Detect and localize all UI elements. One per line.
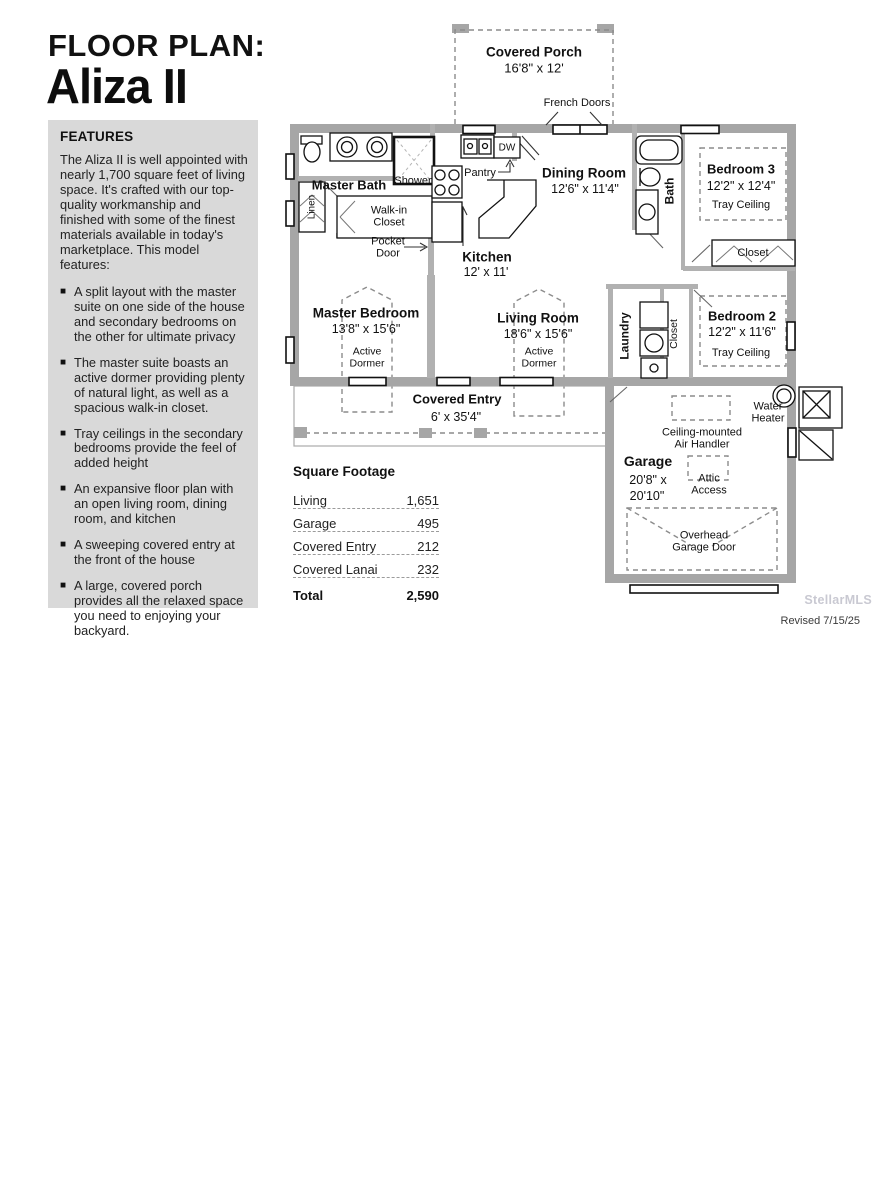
feature-item: ■ A split layout with the master suite o… xyxy=(60,283,248,345)
room-label-covered-porch: Covered Porch xyxy=(485,44,583,60)
label-closet-bedroom3: Closet xyxy=(737,246,769,259)
room-dims-covered-entry: 6' x 35'4" xyxy=(430,410,482,424)
label-french-doors: French Doors xyxy=(543,96,611,109)
page-title-kicker: FLOOR PLAN: xyxy=(48,28,266,63)
feature-item: ■ An expansive floor plan with an open l… xyxy=(60,481,248,527)
row-label: Covered Entry xyxy=(293,539,377,554)
table-row: Covered Lanai 232 xyxy=(293,555,439,578)
room-dims-kitchen: 12' x 11' xyxy=(463,265,509,279)
feature-text: Tray ceilings in the secondary bedrooms … xyxy=(74,425,243,471)
label-water-heater: Water Heater xyxy=(751,400,785,425)
room-dims-bedroom2: 12'2" x 11'6" xyxy=(708,325,776,339)
room-label-kitchen: Kitchen xyxy=(462,249,512,265)
feature-text: The master suite boasts an active dormer… xyxy=(74,354,245,415)
table-row: Covered Entry 212 xyxy=(293,532,439,555)
label-shower: Shower xyxy=(394,174,432,187)
bullet-square-icon: ■ xyxy=(60,580,67,592)
mls-watermark: StellarMLS xyxy=(804,593,872,607)
row-value: 1,651 xyxy=(406,493,439,508)
label-bath: Bath xyxy=(662,177,677,205)
features-heading: FEATURES xyxy=(60,129,134,144)
room-dims-garage-1: 20'8" x xyxy=(629,473,667,487)
features-intro: The Aliza II is well appointed with near… xyxy=(60,152,248,272)
features-panel: FEATURES The Aliza II is well appointed … xyxy=(48,120,258,638)
feature-item: ■ A sweeping covered entry at the front … xyxy=(60,537,248,568)
row-value: 232 xyxy=(417,562,439,577)
room-label-living-room: Living Room xyxy=(497,310,579,326)
bullet-square-icon: ■ xyxy=(60,483,67,495)
dashed-outlines xyxy=(296,29,787,571)
bullet-square-icon: ■ xyxy=(60,539,67,551)
bullet-square-icon: ■ xyxy=(60,285,67,297)
row-label: Living xyxy=(293,493,327,508)
feature-text: An expansive floor plan with an open liv… xyxy=(74,481,234,527)
label-linen: Linen xyxy=(306,194,318,220)
room-dims-dining: 12'6" x 11'4" xyxy=(551,182,619,196)
note-bedroom2-tray-ceiling: Tray Ceiling xyxy=(711,346,771,359)
label-closet-hall: Closet xyxy=(668,319,681,349)
label-pantry: Pantry xyxy=(464,166,496,179)
fixtures xyxy=(298,132,843,461)
note-master-active-dormer: Active Dormer xyxy=(349,345,385,369)
table-row: Living 1,651 xyxy=(293,486,439,509)
room-label-dining: Dining Room xyxy=(542,165,626,181)
total-value: 2,590 xyxy=(406,588,439,603)
note-living-active-dormer: Active Dormer xyxy=(521,345,557,369)
label-laundry: Laundry xyxy=(617,312,632,360)
room-dims-master-bedroom: 13'8" x 15'6" xyxy=(331,322,401,336)
page-title-model-name: Aliza II xyxy=(46,58,188,114)
feature-text: A sweeping covered entry at the front of… xyxy=(74,537,235,568)
total-label: Total xyxy=(293,588,324,603)
room-label-bedroom2: Bedroom 2 xyxy=(708,308,776,324)
room-dims-bedroom3: 12'2" x 12'4" xyxy=(706,179,776,193)
square-footage-table: Square Footage Living 1,651 Garage 495 C… xyxy=(293,464,439,603)
row-label: Garage xyxy=(293,516,337,531)
row-label: Covered Lanai xyxy=(293,562,378,577)
table-row-total: Total 2,590 xyxy=(293,578,439,603)
windows xyxy=(285,124,797,594)
porch-walls xyxy=(452,24,614,33)
room-label-covered-entry: Covered Entry xyxy=(412,391,502,407)
room-label-bedroom3: Bedroom 3 xyxy=(707,161,775,177)
feature-item: ■ The master suite boasts an active dorm… xyxy=(60,354,248,416)
feature-item: ■ A large, covered porch provides all th… xyxy=(60,578,248,639)
floor-plan-drawing xyxy=(285,24,843,594)
note-bedroom3-tray-ceiling: Tray Ceiling xyxy=(711,198,771,211)
room-dims-living-room: 18'6" x 15'6" xyxy=(503,327,573,341)
label-dishwasher: DW xyxy=(498,142,516,154)
label-pocket-door: Pocket Door xyxy=(371,235,405,260)
feature-text: A split layout with the master suite on … xyxy=(74,283,245,344)
room-dims-garage-2: 20'10" xyxy=(629,489,665,503)
room-dims-covered-porch: 16'8" x 12' xyxy=(504,60,564,76)
room-label-master-bedroom: Master Bedroom xyxy=(312,305,420,321)
label-attic-access: Attic Access xyxy=(691,472,727,497)
bullet-square-icon: ■ xyxy=(60,356,67,368)
room-label-garage: Garage xyxy=(623,453,673,470)
revised-date: Revised 7/15/25 xyxy=(780,615,861,627)
feature-item: ■ Tray ceilings in the secondary bedroom… xyxy=(60,425,248,472)
square-footage-heading: Square Footage xyxy=(293,464,396,479)
label-walk-in-closet: Walk-in Closet xyxy=(370,204,408,229)
table-row: Garage 495 xyxy=(293,509,439,532)
row-value: 212 xyxy=(417,539,439,554)
feature-text: A large, covered porch provides all the … xyxy=(74,578,244,639)
bullet-square-icon: ■ xyxy=(60,427,67,439)
label-overhead-garage-door: Overhead Garage Door xyxy=(672,529,736,554)
label-air-handler: Ceiling-mounted Air Handler xyxy=(661,426,743,451)
row-value: 495 xyxy=(417,516,439,531)
room-label-master-bath: Master Bath xyxy=(311,177,387,193)
